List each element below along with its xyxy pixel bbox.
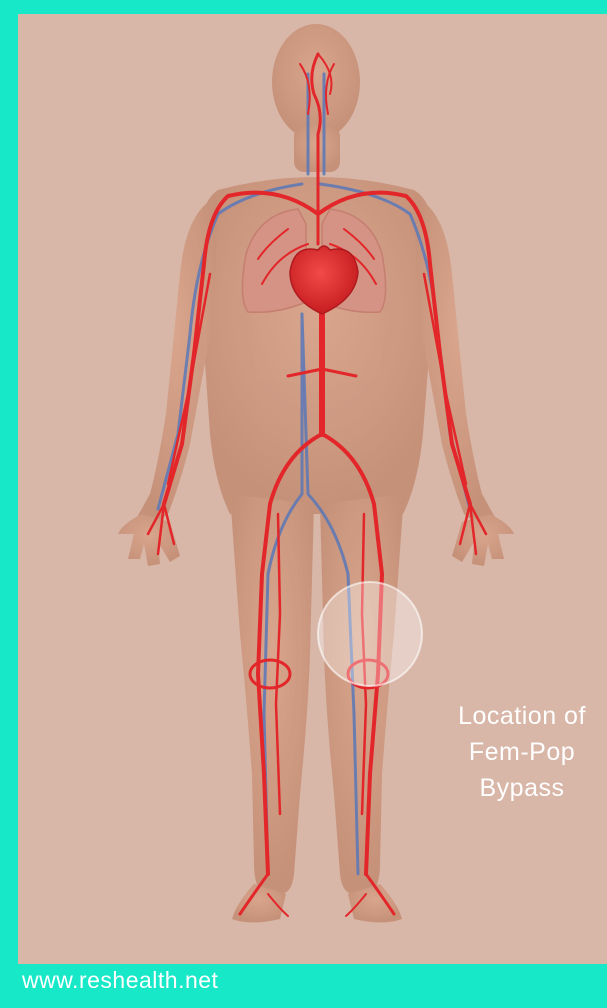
- label-line-1: Location of: [442, 698, 602, 734]
- illustration-panel: Location of Fem-Pop Bypass: [18, 14, 607, 964]
- label-line-2: Fem-Pop: [442, 734, 602, 770]
- fem-pop-bypass-label: Location of Fem-Pop Bypass: [442, 698, 602, 806]
- label-line-3: Bypass: [442, 770, 602, 806]
- human-circulatory-system-illustration: [18, 14, 607, 964]
- website-watermark: www.reshealth.net: [22, 962, 218, 998]
- fem-pop-bypass-highlight: [318, 582, 422, 686]
